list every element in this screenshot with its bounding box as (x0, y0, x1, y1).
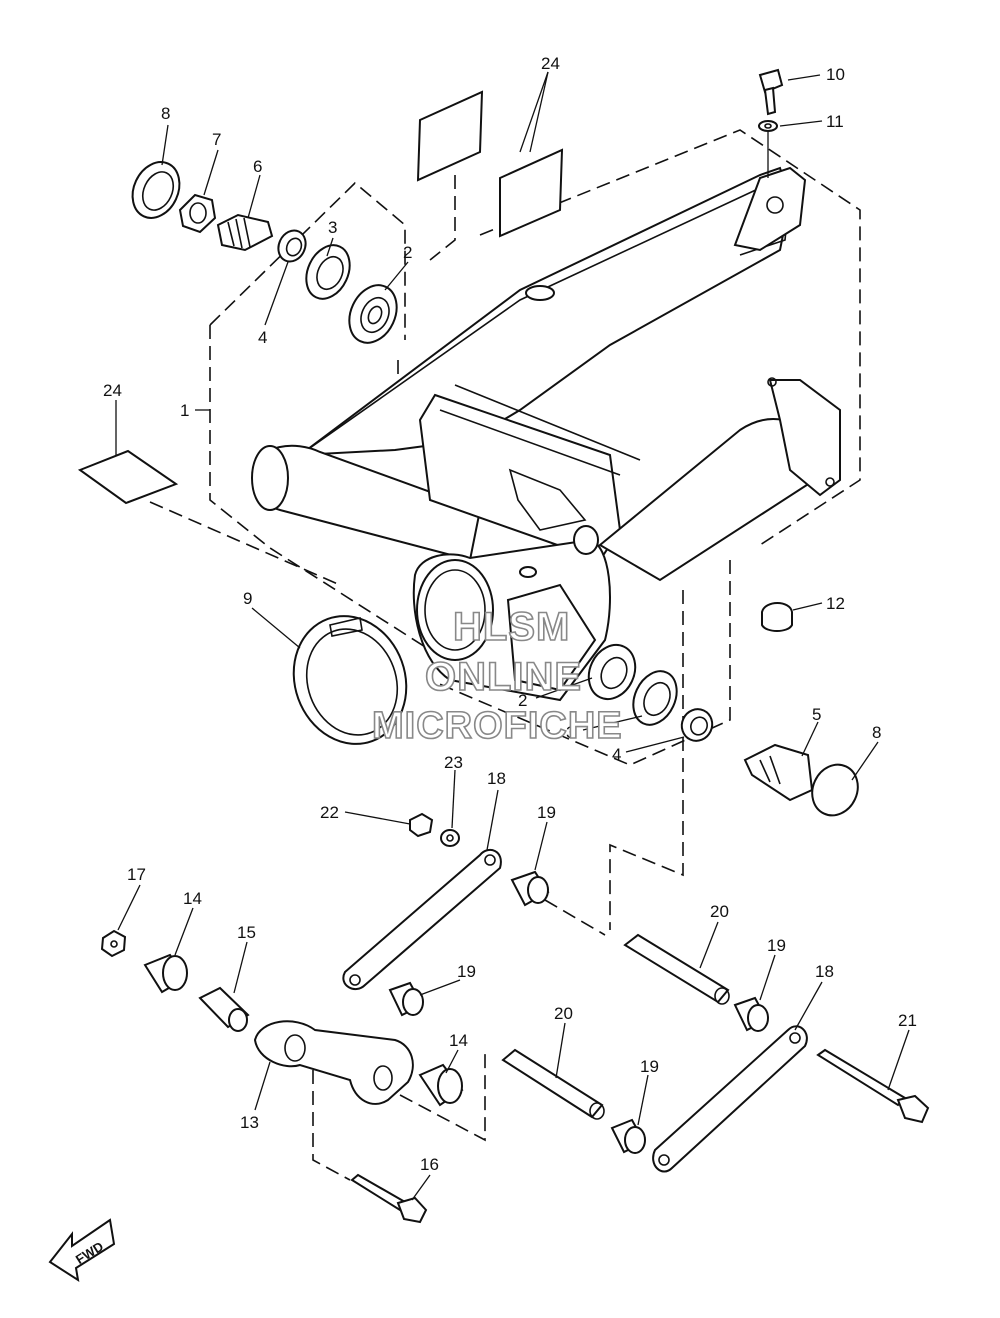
callout-12: 12 (826, 594, 845, 613)
callout-19: 19 (457, 962, 476, 981)
watermark: HLSM ONLINE MICROFICHE (371, 604, 623, 748)
callout-18: 18 (815, 962, 834, 981)
callout-5: 5 (812, 705, 821, 724)
group-outline-lines (149, 129, 861, 930)
bearing-part-2-upper (348, 284, 398, 344)
callout-15: 15 (237, 923, 256, 942)
callout-6: 6 (253, 157, 262, 176)
callout-3: 3 (328, 218, 337, 237)
bushing-part-14-b (418, 1063, 464, 1107)
bushing-part-19-a (510, 870, 550, 907)
bolt-part-10 (758, 68, 784, 116)
watermark-line1: HLSM (453, 605, 570, 649)
bolt-part-21 (816, 1048, 930, 1124)
bushing-part-19-d (610, 1118, 646, 1154)
relay-arm-part-13 (253, 1020, 414, 1105)
callout-8: 8 (872, 723, 881, 742)
washer-part-23 (440, 829, 460, 847)
bearing-part-2-lower (587, 643, 637, 701)
fwd-arrow-icon: FWD (48, 1218, 116, 1283)
oil-seal-part-3-upper (305, 244, 351, 300)
callout-14: 14 (183, 889, 202, 908)
seal-part-8-upper (131, 161, 181, 219)
watermark-line3: MICROFICHE (372, 705, 623, 747)
nut-part-22 (409, 812, 434, 838)
callout-labels: 1 2 2 3 3 4 4 5 6 7 8 8 9 10 11 12 13 14… (103, 54, 917, 1174)
callout-9: 9 (243, 589, 252, 608)
cap-part-12 (761, 602, 793, 632)
link-part-18-upper (342, 848, 502, 991)
collar-part-20-a (623, 933, 730, 1005)
collar-part-20-b (501, 1048, 605, 1120)
callout-16: 16 (420, 1155, 439, 1174)
callout-20: 20 (554, 1004, 573, 1023)
callout-19: 19 (767, 936, 786, 955)
label-part-24-left (77, 449, 179, 505)
nut-part-17 (100, 929, 127, 958)
collar-part-4-upper (277, 229, 307, 263)
bushing-part-14-a (143, 953, 188, 994)
callout-3: 3 (566, 723, 575, 742)
callout-2: 2 (403, 243, 412, 262)
callout-21: 21 (898, 1011, 917, 1030)
washer-part-11 (758, 120, 778, 178)
callout-24: 24 (103, 381, 122, 400)
callout-20: 20 (710, 902, 729, 921)
locknut-part-7 (178, 193, 217, 234)
callout-22: 22 (320, 803, 339, 822)
callout-7: 7 (212, 130, 221, 149)
bushing-part-19-b (388, 981, 424, 1017)
callout-14: 14 (449, 1031, 468, 1050)
callout-23: 23 (444, 753, 463, 772)
oil-seal-part-3-lower (632, 670, 678, 726)
cap-part-8-lower (811, 763, 859, 817)
callout-24: 24 (541, 54, 560, 73)
callout-10: 10 (826, 65, 845, 84)
watermark-line2: ONLINE (425, 655, 582, 699)
callout-8: 8 (161, 104, 170, 123)
callout-1: 1 (180, 401, 189, 420)
callout-4: 4 (612, 745, 621, 764)
link-part-18-lower (652, 1025, 808, 1173)
bolt-part-16 (350, 1173, 428, 1224)
pivot-shaft-part-5 (743, 743, 814, 802)
callout-17: 17 (127, 865, 146, 884)
callout-2: 2 (518, 691, 527, 710)
callout-13: 13 (240, 1113, 259, 1132)
callout-4: 4 (258, 328, 267, 347)
leader-lines (115, 71, 910, 1201)
callout-18: 18 (487, 769, 506, 788)
label-part-24-upper (416, 90, 564, 238)
callout-19: 19 (537, 803, 556, 822)
callout-11: 11 (826, 112, 844, 131)
pivot-bolt-part-6 (216, 213, 274, 252)
bushing-part-19-c (733, 996, 769, 1032)
relay-guide-lines (312, 899, 606, 1181)
collar-part-4-lower (680, 708, 714, 742)
swingarm-body (251, 166, 841, 702)
callout-19: 19 (640, 1057, 659, 1076)
collar-part-15 (198, 986, 250, 1032)
dust-cover-part-9 (292, 615, 408, 745)
